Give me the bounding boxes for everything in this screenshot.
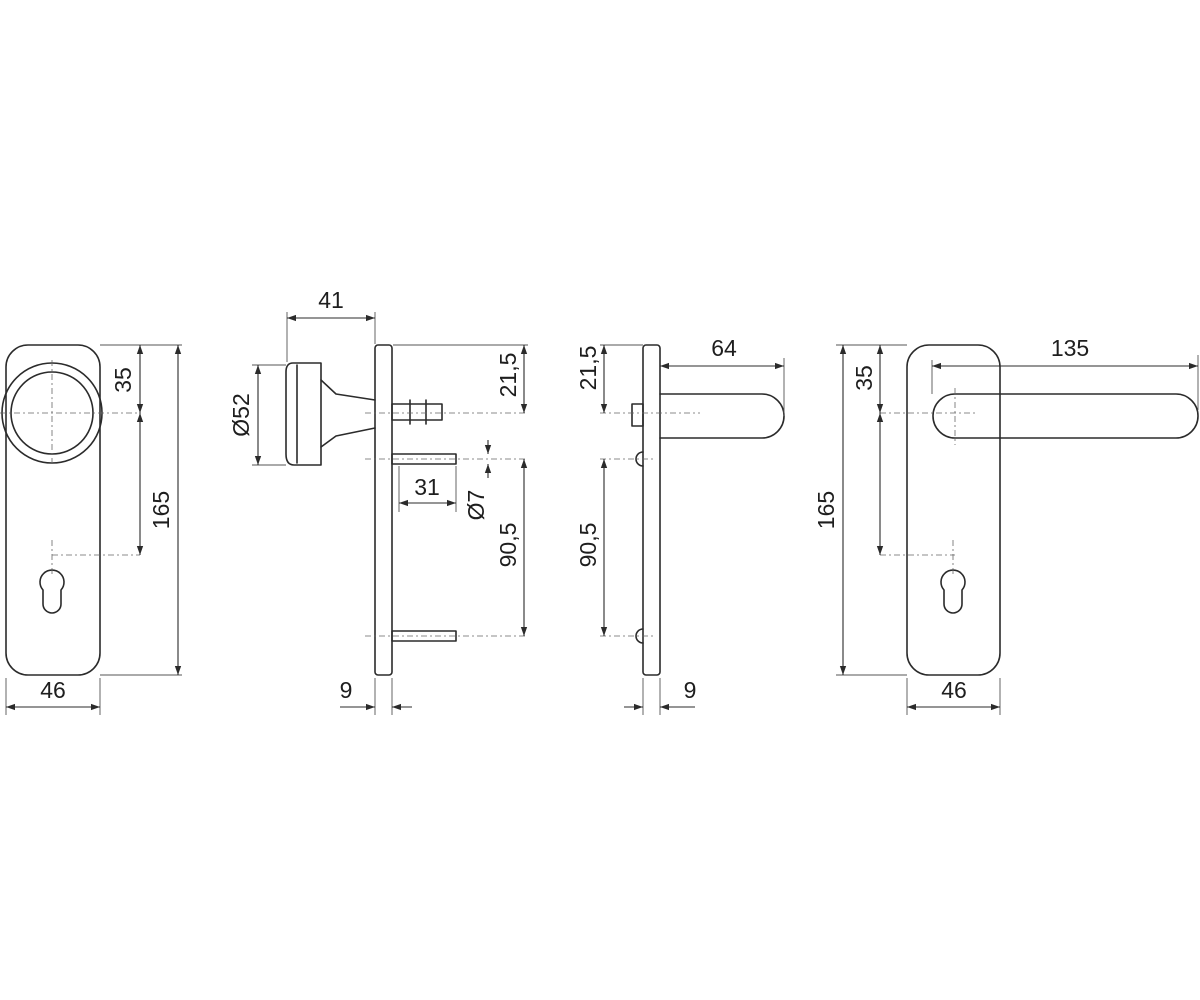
dim-label-165-b: 165 <box>813 491 839 529</box>
view-side-lever: 21,5 90,5 64 9 <box>575 335 785 715</box>
dim-label-90-5: 90,5 <box>495 523 521 568</box>
dim-label-41: 41 <box>318 287 344 313</box>
dim-label-46-b: 46 <box>941 677 967 703</box>
dim-label-46: 46 <box>40 677 66 703</box>
dim-label-d7: Ø7 <box>463 490 489 521</box>
keyhole-cutout <box>39 569 65 614</box>
spindle-screw <box>391 403 443 421</box>
view-front-knob: 35 165 46 <box>0 344 182 715</box>
dim-label-21-5: 21,5 <box>495 353 521 398</box>
side-plate-knob <box>374 344 393 676</box>
dim-label-21-5-b: 21,5 <box>575 346 601 391</box>
keyhole-cutout-lever <box>940 569 966 614</box>
knob-neck <box>320 379 376 448</box>
view-side-knob: 41 Ø52 31 Ø7 21,5 90,5 9 <box>228 287 528 715</box>
knob-body <box>285 362 322 466</box>
lever-handle-side <box>659 393 785 439</box>
dim-label-31: 31 <box>414 474 440 500</box>
dim-label-9-b: 9 <box>684 677 697 703</box>
dim-label-35: 35 <box>110 367 136 393</box>
fixing-bolt-bottom <box>391 630 457 642</box>
lever-handle-front <box>932 393 1199 439</box>
dim-label-64: 64 <box>711 335 737 361</box>
front-plate-lever <box>906 344 1001 676</box>
side-plate-lever <box>642 344 661 676</box>
front-plate-knob <box>5 344 101 676</box>
dim-label-9: 9 <box>340 677 353 703</box>
view-front-lever: 135 35 165 46 <box>813 335 1199 715</box>
dim-label-165: 165 <box>148 491 174 529</box>
screw-head-side <box>631 403 644 427</box>
dim-label-135: 135 <box>1051 335 1089 361</box>
fixing-bolt-top <box>391 453 457 465</box>
dim-label-90-5-b: 90,5 <box>575 523 601 568</box>
dim-label-d52: Ø52 <box>228 393 254 436</box>
dim-label-35-b: 35 <box>851 365 877 391</box>
